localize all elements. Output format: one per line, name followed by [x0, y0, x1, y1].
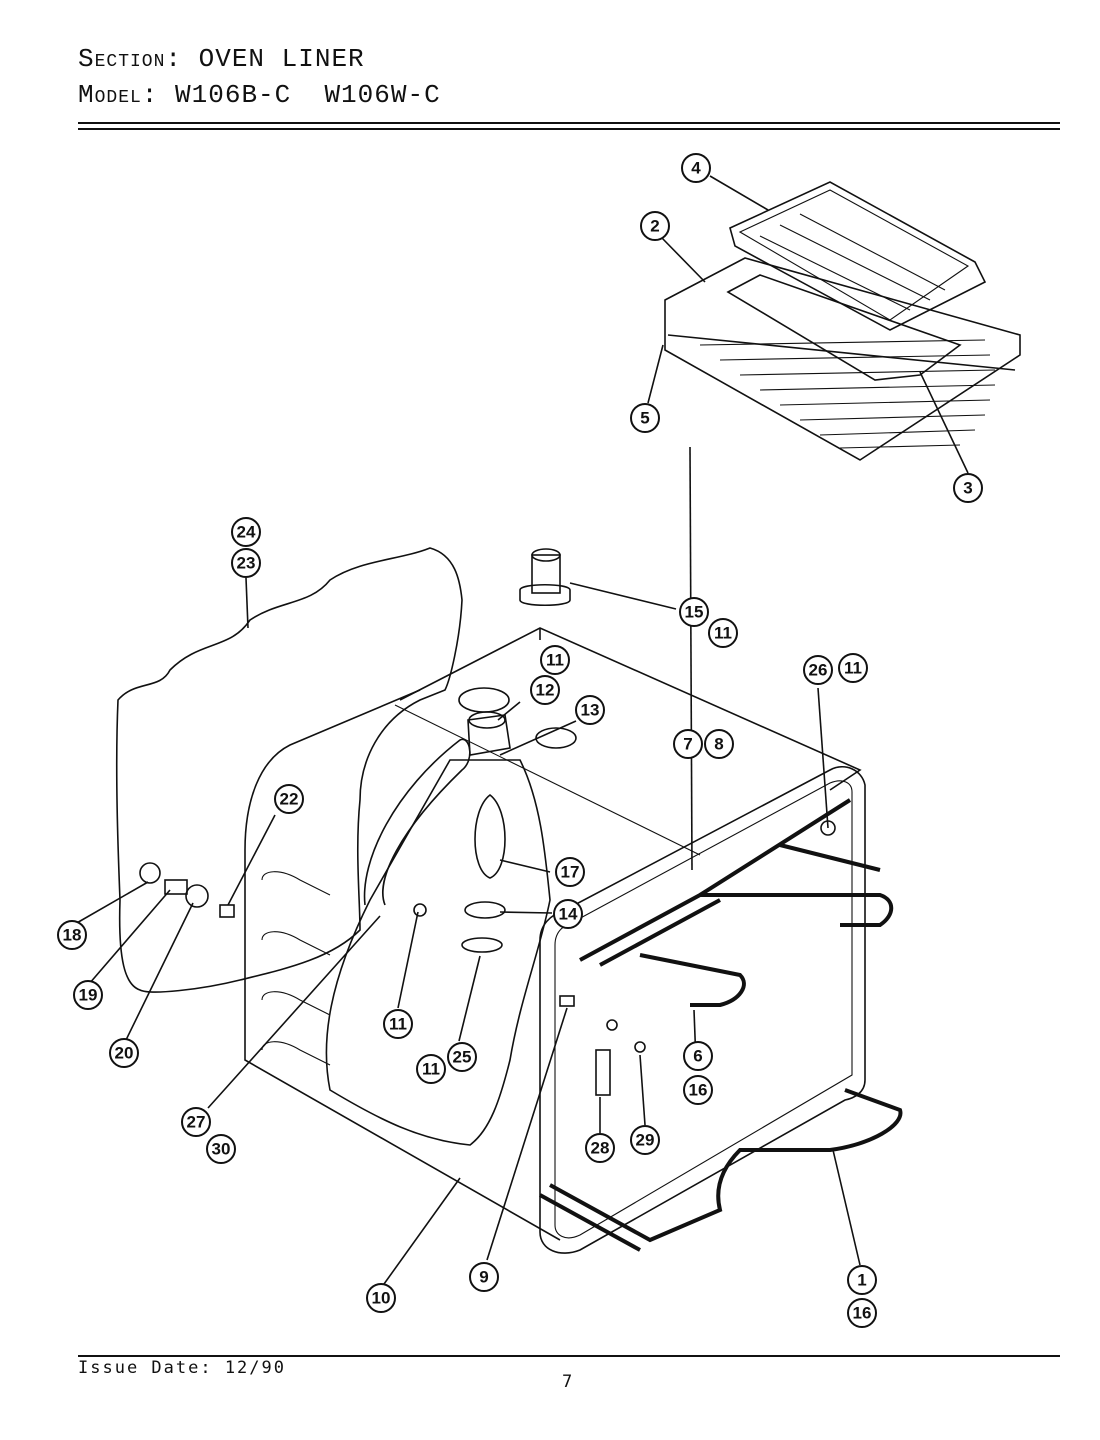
callout-19: 19: [73, 980, 103, 1010]
callout-6: 6: [683, 1041, 713, 1071]
callout-16-broil: 16: [683, 1075, 713, 1105]
oven-liner-body: [244, 627, 862, 1241]
callout-8: 8: [704, 729, 734, 759]
callout-1: 1: [847, 1265, 877, 1295]
callout-18-label: 18: [63, 926, 82, 945]
callout-7-mark: 7: [673, 729, 703, 759]
broil-element: [579, 798, 894, 1007]
callout-11-bottom: 11: [416, 1054, 446, 1084]
small-parts: [139, 820, 836, 1096]
bake-element: [539, 1088, 903, 1252]
header-rule-top: [78, 122, 1060, 124]
callout-4-label: 4: [691, 159, 701, 178]
callout-11-lamp-label: 11: [389, 1015, 407, 1034]
section-heading: Section: OVEN LINER: [78, 44, 365, 74]
callout-14-label: 14: [559, 905, 578, 924]
model-value: W106B-C W106W-C: [175, 80, 441, 110]
callout-24: 24: [231, 517, 261, 547]
callout-13: 13: [575, 695, 605, 725]
callout-22-label: 22: [280, 790, 299, 809]
callout-11-vent-label: 11: [714, 624, 732, 643]
model-label: Model:: [78, 80, 159, 110]
callout-29: 29: [630, 1125, 660, 1155]
callout-8-label: 8: [714, 735, 723, 754]
callout-11-top: 11: [540, 645, 570, 675]
model-heading: Model: W106B-C W106W-C: [78, 80, 441, 110]
header-rule-bottom: [78, 128, 1060, 130]
callout-15: 15: [679, 597, 709, 627]
callout-3: 3: [953, 473, 983, 503]
callout-27-label: 27: [187, 1113, 206, 1132]
callout-11-right: 11: [838, 653, 868, 683]
callout-11-top-label: 11: [546, 651, 564, 670]
callout-16-bake: 16: [847, 1298, 877, 1328]
callout-25-label: 25: [453, 1048, 472, 1067]
callout-10-label: 10: [372, 1289, 391, 1308]
callout-16-bake-label: 16: [853, 1304, 872, 1323]
callout-26-label: 26: [809, 661, 828, 680]
lamp-assembly: [363, 711, 511, 953]
callout-2: 2: [640, 211, 670, 241]
vent-cap: [519, 548, 571, 607]
callout-26: 26: [803, 655, 833, 685]
issue-date: Issue Date: 12/90: [78, 1358, 286, 1378]
callout-23: 23: [231, 548, 261, 578]
callout-12-label: 12: [536, 681, 555, 700]
callout-17: 17: [555, 857, 585, 887]
callout-6-label: 6: [693, 1047, 702, 1066]
callout-28: 28: [585, 1133, 615, 1163]
page-number: 7: [562, 1372, 573, 1392]
callout-29-label: 29: [636, 1131, 655, 1150]
insulation-blanket: [115, 547, 463, 993]
callout-24-label: 24: [237, 523, 256, 542]
callout-30-label: 30: [212, 1140, 231, 1159]
callout-4: 4: [681, 153, 711, 183]
section-value: OVEN LINER: [198, 44, 365, 74]
callout-3-label: 3: [963, 479, 972, 498]
callout-25: 25: [447, 1042, 477, 1072]
callout-5: 5: [630, 403, 660, 433]
callout-11-right-label: 11: [844, 659, 862, 678]
oven-rack-illustration: [664, 257, 1021, 461]
broiler-pan-illustration: [726, 181, 987, 381]
callout-11-vent: 11: [708, 618, 738, 648]
callout-18: 18: [57, 920, 87, 950]
callout-5-label: 5: [640, 409, 649, 428]
callout-20: 20: [109, 1038, 139, 1068]
callout-30: 30: [206, 1134, 236, 1164]
callout-9-label: 9: [479, 1268, 488, 1287]
callout-10: 10: [366, 1283, 396, 1313]
callout-17-label: 17: [561, 863, 580, 882]
callout-1-label: 1: [857, 1271, 866, 1290]
callout-9: 9: [469, 1262, 499, 1292]
callout-12: 12: [530, 675, 560, 705]
callout-28-label: 28: [591, 1139, 610, 1158]
callout-20-label: 20: [115, 1044, 134, 1063]
callout-16-broil-label: 16: [689, 1081, 708, 1100]
callout-14: 14: [553, 899, 583, 929]
callout-7-label: 7: [683, 735, 692, 754]
callout-23-label: 23: [237, 554, 256, 573]
callout-2-label: 2: [650, 217, 659, 236]
callout-19-label: 19: [79, 986, 98, 1005]
leader-lines: [74, 175, 969, 1285]
callout-15-label: 15: [685, 603, 704, 622]
section-label: Section:: [78, 44, 183, 74]
callout-11-lamp: 11: [383, 1009, 413, 1039]
callout-27: 27: [181, 1107, 211, 1137]
footer-rule: [78, 1355, 1060, 1357]
callout-11-bottom-label: 11: [422, 1060, 440, 1079]
callout-13-label: 13: [581, 701, 600, 720]
oven-front-frame: [539, 766, 866, 1254]
callout-22: 22: [274, 784, 304, 814]
